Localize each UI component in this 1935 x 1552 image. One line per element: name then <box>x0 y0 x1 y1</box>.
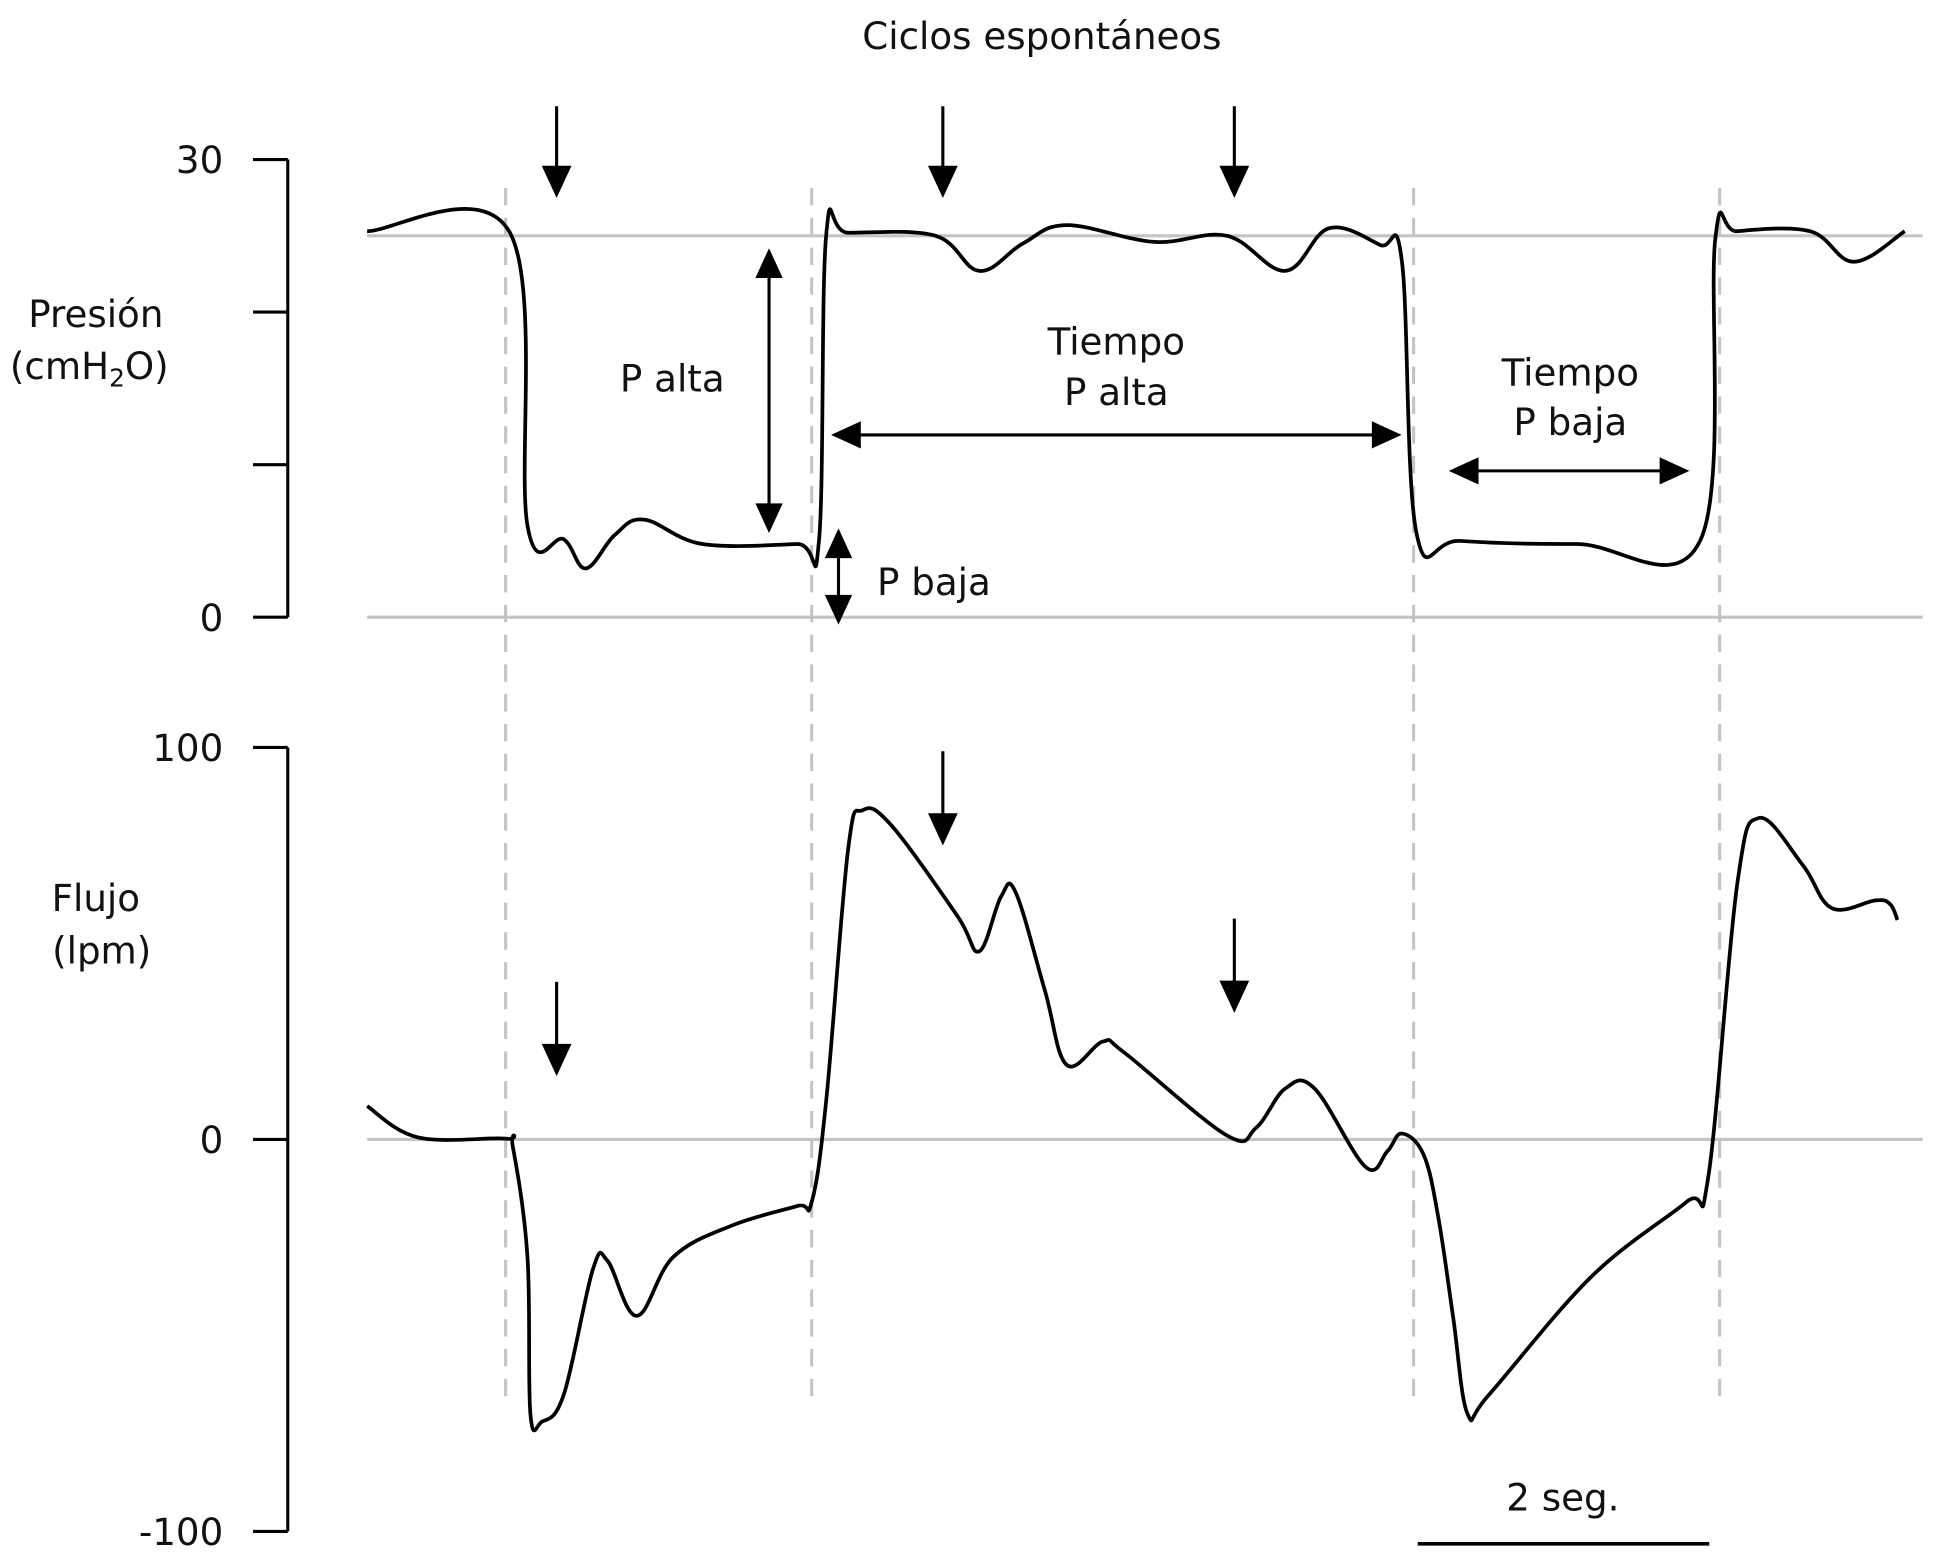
tiempo-p-alta-arrow-head-right <box>1371 421 1402 449</box>
flow-tick-label: 0 <box>200 1118 224 1162</box>
scale-bar-label: 2 seg. <box>1506 1475 1619 1519</box>
flow-cycle-arrow-head <box>1219 980 1250 1013</box>
spontaneous-cycle-arrows <box>541 106 1250 1077</box>
tiempo-p-baja-label-line2: P baja <box>1513 400 1627 444</box>
tiempo-p-baja-label-line1: Tiempo <box>1501 350 1639 394</box>
flow-cycle-arrow-head <box>927 813 958 846</box>
flow-ylabel: Flujo (lpm) <box>52 876 152 972</box>
pressure-tick-label: 30 <box>176 138 223 182</box>
chart-title: Ciclos espontáneos <box>862 14 1221 58</box>
phase-boundary-lines <box>504 188 1722 1398</box>
flow-cycle-arrow-head <box>541 1043 572 1077</box>
tiempo-p-baja-arrow-head-left <box>1448 457 1479 485</box>
p-alta-arrow-head-top <box>755 248 783 278</box>
pressure-trace <box>367 207 1906 571</box>
pressure-cycle-arrow-head <box>927 165 958 198</box>
p-baja-label: P baja <box>877 560 991 604</box>
annotations: P alta P baja Tiempo P alta Tiempo P baja <box>620 248 1690 625</box>
p-alta-arrow-head-bottom <box>755 503 783 534</box>
pressure-y-axis: 0 30 <box>176 138 290 640</box>
flow-trace <box>366 806 1900 1433</box>
pressure-ylabel: Presión (cmH2O) <box>10 292 175 393</box>
pressure-cycle-arrow-head <box>1219 165 1250 198</box>
tiempo-p-alta-label-line2: P alta <box>1064 370 1169 414</box>
flow-tick-label: -100 <box>139 1510 223 1552</box>
tiempo-p-baja-arrow-head-right <box>1659 457 1690 485</box>
p-alta-label: P alta <box>620 356 725 400</box>
flow-y-axis: -100 0 100 <box>139 726 290 1552</box>
p-baja-arrow-head-bottom <box>824 594 853 625</box>
tiempo-p-alta-arrow-head-left <box>831 421 861 449</box>
pressure-tick-label: 0 <box>200 596 224 640</box>
tiempo-p-alta-label-line1: Tiempo <box>1047 319 1185 363</box>
pressure-cycle-arrow-head <box>541 165 572 198</box>
gridlines <box>367 234 1923 1141</box>
p-baja-arrow-head-top <box>824 528 853 559</box>
flow-tick-label: 100 <box>152 726 223 770</box>
